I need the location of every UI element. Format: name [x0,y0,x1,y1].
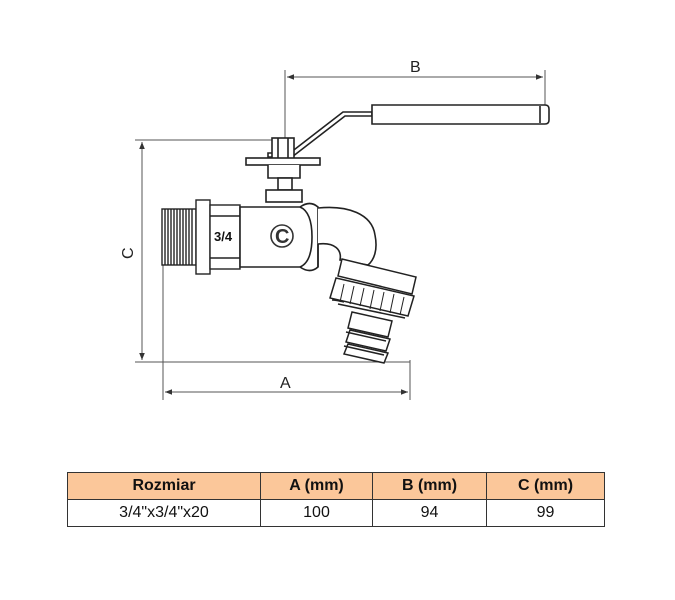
spec-table: Rozmiar A (mm) B (mm) C (mm) 3/4"x3/4"x2… [67,472,605,527]
valve-technical-drawing: B C A 3/4 [120,59,550,400]
dimension-a [162,265,411,400]
header-b: B (mm) [372,472,487,500]
valve-body [239,202,377,272]
size-marking: 3/4 [214,229,233,244]
brand-logo [270,224,294,248]
dimension-c [135,139,410,363]
lever-handle [267,104,550,158]
header-rozmiar: Rozmiar [67,472,261,500]
threaded-inlet [161,199,241,275]
header-c: C (mm) [486,472,605,500]
brand-logo-letter: C [275,226,289,248]
table-row: 3/4"x3/4"x20 100 94 99 [67,499,605,527]
cell-b: 94 [372,499,487,527]
hose-outlet [329,258,417,364]
stem-nut [245,137,321,203]
dimension-b [284,70,546,140]
table-header-row: Rozmiar A (mm) B (mm) C (mm) [67,472,605,500]
header-a: A (mm) [260,472,373,500]
cell-a: 100 [260,499,373,527]
dimension-c-label: C [120,247,137,259]
cell-c: 99 [486,499,605,527]
dimension-a-label: A [280,375,291,392]
cell-size: 3/4"x3/4"x20 [67,499,261,527]
dimension-b-label: B [410,59,421,76]
